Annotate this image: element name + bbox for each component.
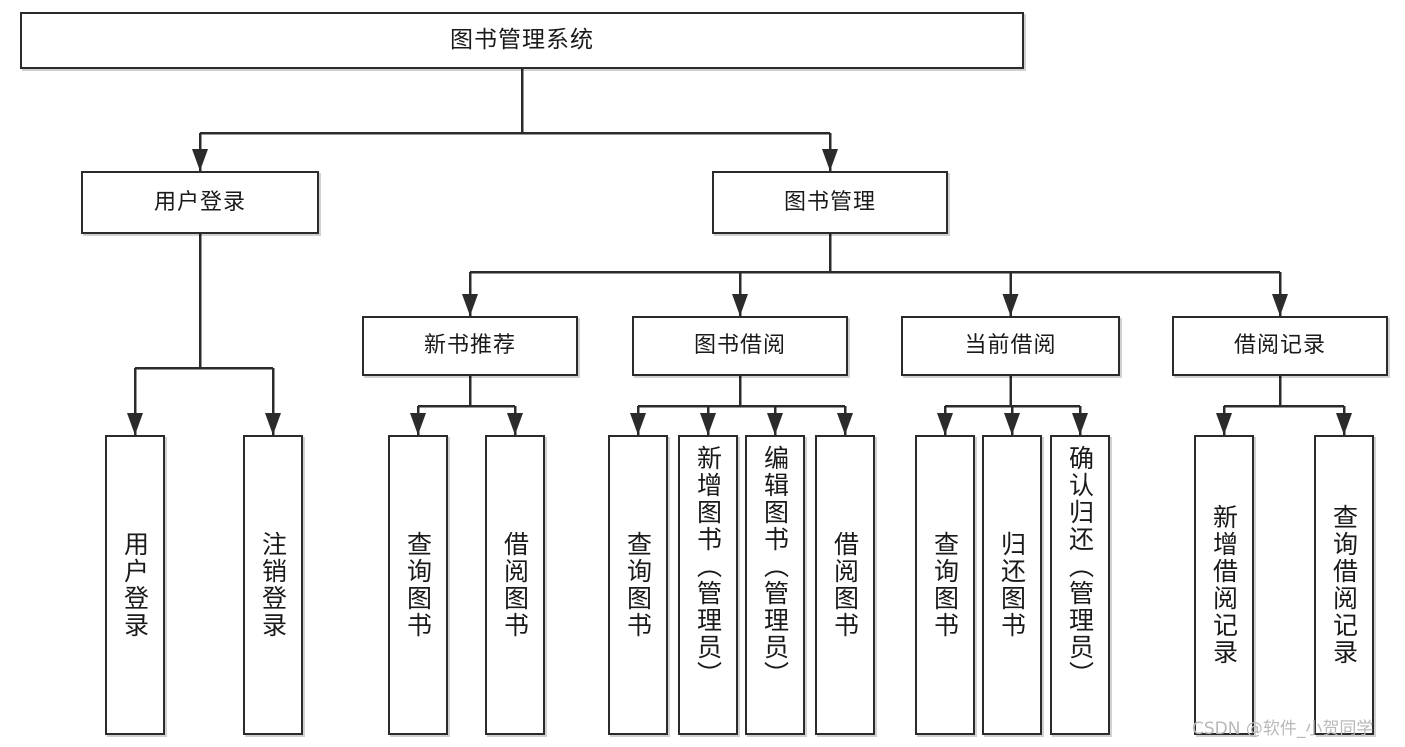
node-label: 新增图书（管理员）: [693, 445, 723, 688]
node-leaf-rec-query[interactable]: 查询借阅记录: [1314, 435, 1374, 735]
edge-arrowhead: [1336, 413, 1352, 435]
edge-arrowhead: [700, 413, 716, 435]
node-label: 查询图书: [403, 531, 433, 639]
node-leaf-user-logout[interactable]: 注销登录: [243, 435, 303, 735]
node-leaf-rec-add[interactable]: 新增借阅记录: [1194, 435, 1254, 735]
node-leaf-cur-confirm[interactable]: 确认归还（管理员）: [1050, 435, 1110, 735]
edge-arrowhead: [1072, 413, 1088, 435]
node-root[interactable]: 图书管理系统: [20, 12, 1024, 69]
node-label: 编辑图书（管理员）: [760, 445, 790, 688]
node-label: 新书推荐: [423, 333, 516, 359]
node-label: 查询图书: [930, 531, 960, 639]
node-leaf-cur-return[interactable]: 归还图书: [982, 435, 1042, 735]
edge-arrowhead: [630, 413, 646, 435]
node-label: 注销登录: [258, 531, 288, 639]
node-leaf-nb-query[interactable]: 查询图书: [388, 435, 448, 735]
node-label: 图书管理系统: [450, 27, 594, 54]
node-leaf-cur-query[interactable]: 查询图书: [915, 435, 975, 735]
edge-arrowhead: [1216, 413, 1232, 435]
node-borrow[interactable]: 图书借阅: [632, 316, 848, 376]
edge-arrowhead: [767, 413, 783, 435]
node-label: 确认归还（管理员）: [1065, 445, 1095, 688]
node-newbooks[interactable]: 新书推荐: [362, 316, 578, 376]
node-label: 查询图书: [623, 531, 653, 639]
node-current[interactable]: 当前借阅: [901, 316, 1120, 376]
watermark: CSDN @软件_小贺同学: [1192, 719, 1374, 739]
node-label: 借阅图书: [830, 531, 860, 639]
edge-arrowhead: [1004, 413, 1020, 435]
node-login[interactable]: 用户登录: [81, 171, 319, 234]
edge-arrowhead: [732, 294, 748, 316]
edge-arrowhead: [265, 413, 281, 435]
node-leaf-nb-borrow[interactable]: 借阅图书: [485, 435, 545, 735]
node-bookmgmt[interactable]: 图书管理: [712, 171, 948, 234]
edge-arrowhead: [410, 413, 426, 435]
node-label: 新增借阅记录: [1209, 504, 1239, 666]
node-records[interactable]: 借阅记录: [1172, 316, 1388, 376]
node-label: 查询借阅记录: [1329, 504, 1359, 666]
edge-arrowhead: [127, 413, 143, 435]
edge-arrowhead: [822, 149, 838, 171]
node-leaf-user-login[interactable]: 用户登录: [105, 435, 165, 735]
edge-arrowhead: [937, 413, 953, 435]
node-label: 用户登录: [153, 189, 246, 215]
edge-arrowhead: [1002, 294, 1019, 316]
node-leaf-bw-add[interactable]: 新增图书（管理员）: [678, 435, 738, 735]
edge-arrowhead: [837, 413, 853, 435]
edge-arrowhead: [192, 149, 208, 171]
node-label: 当前借阅: [964, 333, 1057, 359]
node-label: 用户登录: [120, 531, 150, 639]
edge-arrowhead: [462, 294, 478, 316]
node-label: 借阅记录: [1233, 333, 1326, 359]
node-leaf-bw-edit[interactable]: 编辑图书（管理员）: [745, 435, 805, 735]
node-label: 图书管理: [783, 189, 876, 215]
node-leaf-bw-query[interactable]: 查询图书: [608, 435, 668, 735]
node-label: 归还图书: [997, 531, 1027, 639]
node-label: 借阅图书: [500, 531, 530, 639]
node-label: 图书借阅: [693, 333, 786, 359]
node-leaf-bw-borrow[interactable]: 借阅图书: [815, 435, 875, 735]
edge-arrowhead: [507, 413, 523, 435]
edge-arrowhead: [1272, 294, 1288, 316]
